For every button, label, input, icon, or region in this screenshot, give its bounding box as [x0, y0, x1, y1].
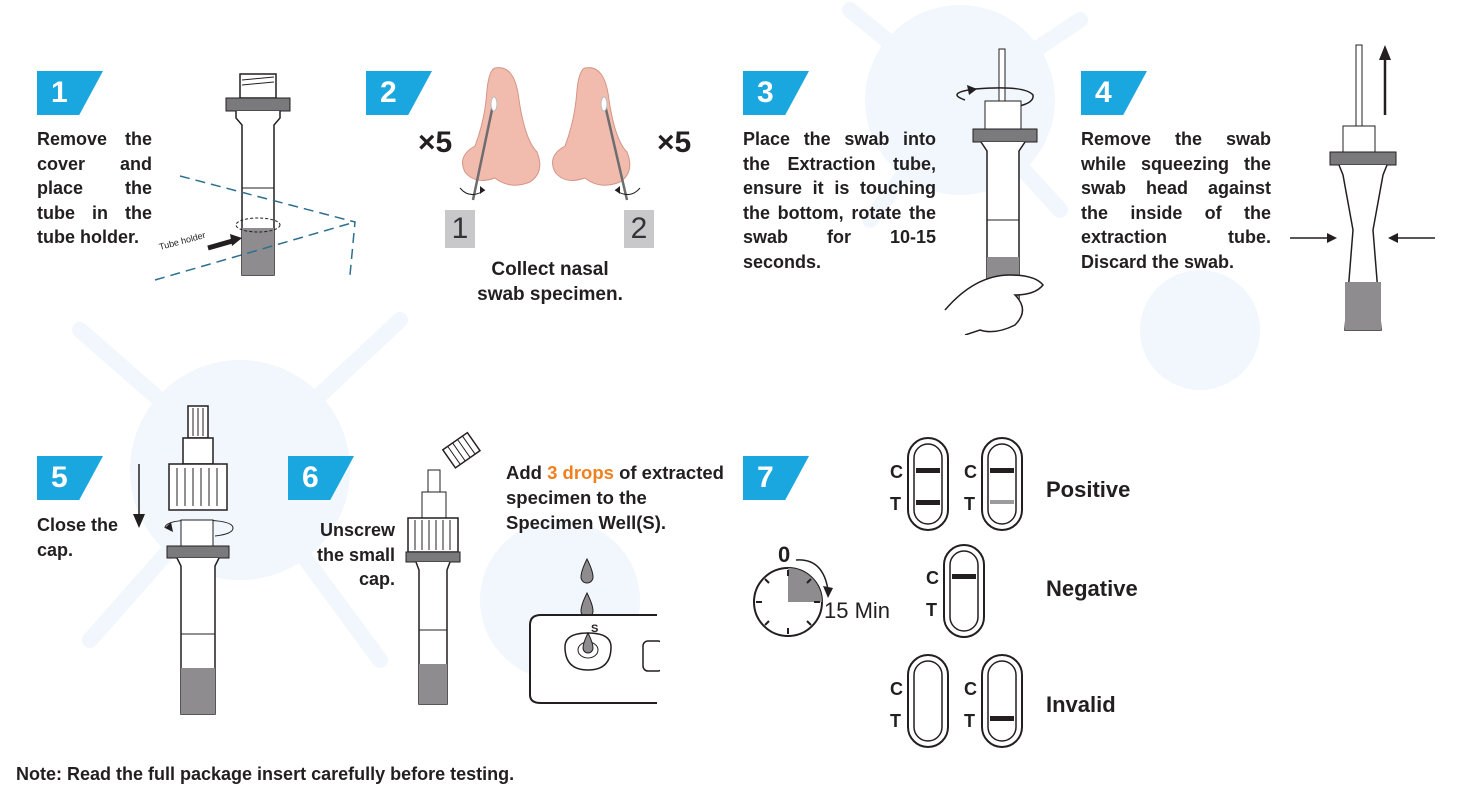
step-3-text: Place the swab into the Extraction tube,… — [743, 129, 936, 272]
repeat-left: ×5 — [418, 126, 453, 159]
step-4-text: Remove the swab while squeezing the swab… — [1081, 129, 1271, 272]
drops-highlight: 3 drops — [547, 462, 614, 483]
step-6-add-drops-text: Add 3 drops of extracted specimen to the… — [506, 462, 724, 533]
step-5-text: Close the cap. — [37, 515, 119, 560]
tube-holder-label: Tube holder — [158, 230, 207, 252]
t-label: T — [964, 711, 975, 731]
nose-swab-illustration — [459, 67, 641, 201]
c-label: C — [890, 462, 903, 482]
tube-in-holder-illustration: Tube holder — [154, 73, 356, 281]
t-label: T — [964, 494, 975, 514]
nostril-1-label: 1 — [445, 210, 475, 248]
footer-note: Note: Read the full package insert caref… — [16, 764, 515, 784]
t-label: T — [926, 600, 937, 620]
step-6-text: Unscrew the small cap. — [316, 520, 395, 590]
t-label: T — [890, 711, 901, 731]
specimen-well-cassette-illustration: S — [529, 557, 660, 704]
swab-in-tube-rotate-illustration — [944, 48, 1044, 335]
c-label: C — [964, 462, 977, 482]
nostril-2-label: 2 — [624, 210, 654, 248]
c-label: C — [964, 679, 977, 699]
c-label: C — [926, 568, 939, 588]
step-2-text: Collect nasal swab specimen. — [477, 259, 623, 305]
t-label: T — [890, 494, 901, 514]
c-label: C — [890, 679, 903, 699]
timer-15-min-illustration: 0 15 Min — [753, 542, 890, 637]
unscrew-small-cap-illustration — [405, 431, 482, 705]
timer-start-label: 0 — [778, 542, 790, 567]
result-windows-illustration: C T C T C T C T C T — [890, 437, 1023, 748]
step-1-text: Remove the cover and place the tube in t… — [37, 129, 152, 248]
result-positive-label: Positive — [1046, 477, 1131, 502]
timer-end-label: 15 Min — [824, 598, 890, 623]
repeat-right: ×5 — [657, 126, 692, 159]
close-cap-illustration — [133, 405, 234, 715]
result-negative-label: Negative — [1046, 576, 1138, 601]
result-invalid-label: Invalid — [1046, 692, 1116, 717]
well-s-label: S — [591, 623, 598, 635]
squeeze-remove-swab-illustration — [1290, 44, 1435, 331]
